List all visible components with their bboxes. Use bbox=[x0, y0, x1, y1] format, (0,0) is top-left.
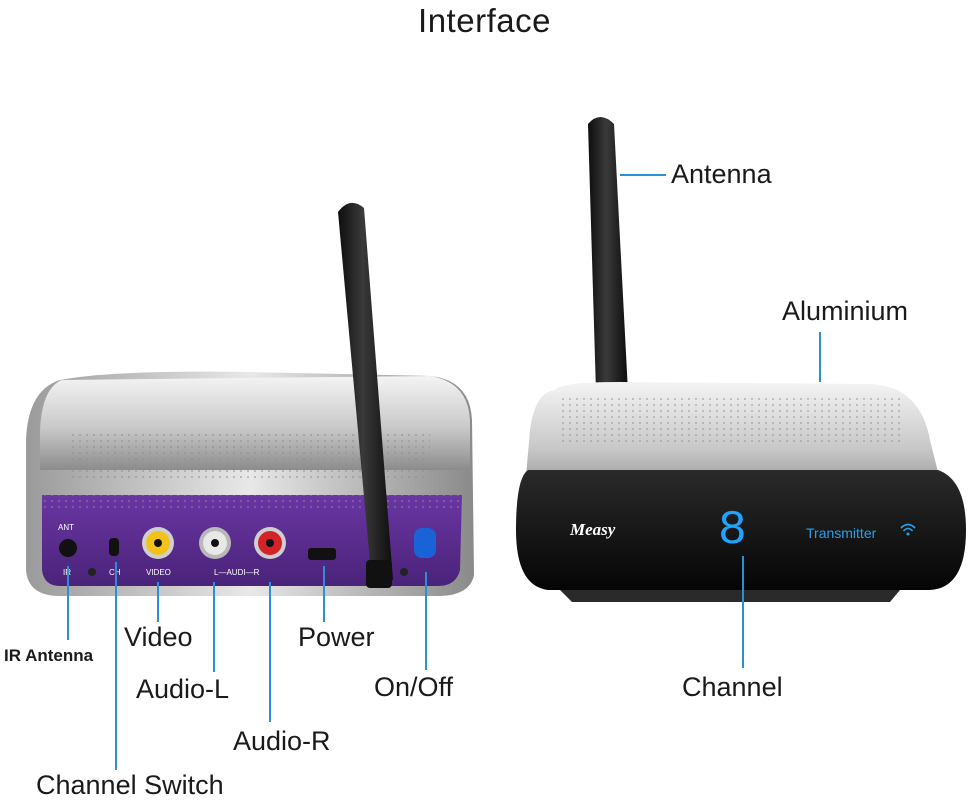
label-channel-switch: Channel Switch bbox=[36, 770, 224, 800]
ant-port-label: ANT bbox=[58, 523, 74, 532]
transmitter-device: Measy 8 Transmitter bbox=[516, 117, 966, 602]
audio-port-label: L—AUDI—R bbox=[214, 568, 260, 577]
wifi-icon bbox=[900, 523, 916, 536]
power-port bbox=[308, 548, 336, 560]
label-audio-l: Audio-L bbox=[136, 674, 230, 704]
channel-switch bbox=[109, 538, 119, 556]
diagram-title: Interface bbox=[418, 2, 551, 39]
mode-label: Transmitter bbox=[806, 525, 877, 541]
label-aluminium: Aluminium bbox=[782, 296, 909, 326]
channel-display: 8 bbox=[718, 504, 747, 558]
label-power: Power bbox=[298, 622, 375, 652]
label-channel: Channel bbox=[682, 672, 783, 702]
label-video: Video bbox=[124, 622, 193, 652]
callout-lines bbox=[67, 174, 821, 770]
label-on-off: On/Off bbox=[374, 672, 454, 702]
label-antenna: Antenna bbox=[671, 159, 772, 189]
brand-logo: Measy bbox=[569, 520, 616, 539]
ch-port-label: CH bbox=[109, 568, 121, 577]
receiver-device: ANT IR CH VIDEO L—AUDI—R bbox=[26, 371, 474, 596]
transmitter-antenna bbox=[588, 117, 628, 392]
power-button bbox=[414, 528, 436, 558]
label-audio-r: Audio-R bbox=[233, 726, 331, 756]
receiver-antenna bbox=[338, 202, 393, 588]
video-port-label: VIDEO bbox=[146, 568, 171, 577]
label-ir-antenna: IR Antenna bbox=[4, 646, 94, 665]
